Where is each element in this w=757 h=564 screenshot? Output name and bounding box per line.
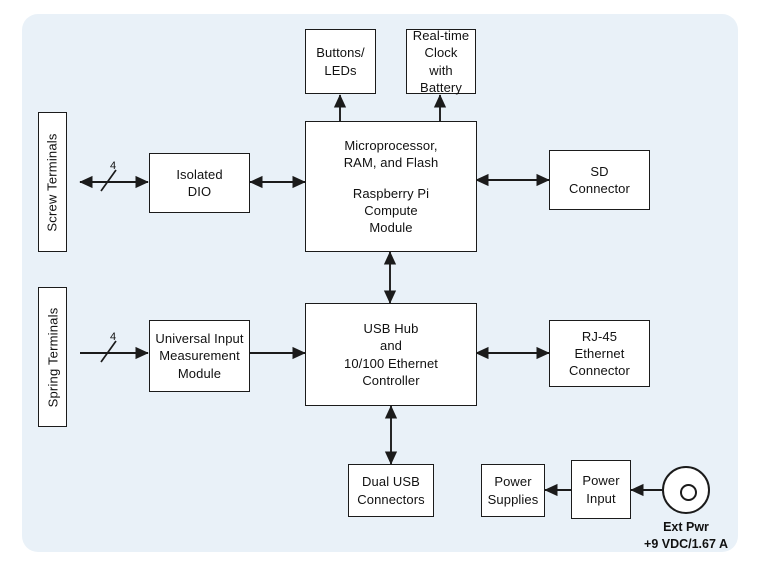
dual-usb-line2: Connectors — [357, 491, 425, 507]
realtime-clock-line3: Battery — [420, 79, 462, 95]
power-input-line2: Input — [586, 490, 616, 506]
power-supplies-line1: Power — [494, 474, 532, 490]
spring-terminals-label: Spring Terminals — [45, 307, 60, 407]
usb-hub-line3: 10/100 Ethernet — [343, 355, 439, 371]
block-buttons-leds[interactable]: Buttons/ LEDs — [305, 29, 376, 94]
rj45-line3: Connector — [569, 363, 630, 379]
block-rj45-ethernet-connector[interactable]: RJ-45 Ethernet Connector — [549, 320, 650, 387]
microprocessor-line2: RAM, and Flash — [343, 154, 439, 170]
universal-input-line1: Universal Input — [155, 331, 244, 347]
power-input-line1: Power — [582, 473, 620, 489]
bus-width-label-screw: 4 — [110, 160, 117, 172]
block-screw-terminals[interactable]: Screw Terminals — [38, 112, 67, 252]
sd-connector-line1: SD — [590, 163, 609, 179]
block-power-input[interactable]: Power Input — [571, 460, 631, 519]
block-dual-usb-connectors[interactable]: Dual USB Connectors — [348, 464, 434, 517]
realtime-clock-line2: Clock with — [424, 45, 458, 78]
usb-hub-line4: Controller — [362, 372, 420, 388]
ext-power-line1: Ext Pwr — [663, 520, 709, 534]
block-sd-connector[interactable]: SD Connector — [549, 150, 650, 210]
sd-connector-line2: Connector — [569, 181, 630, 196]
microprocessor-line1: Microprocessor, — [344, 137, 438, 153]
isolated-dio-line2: DIO — [187, 184, 212, 199]
microprocessor-line3: Raspberry Pi — [352, 185, 430, 201]
rj45-line2: Ethernet — [574, 345, 625, 361]
screw-terminals-label: Screw Terminals — [45, 132, 60, 232]
universal-input-line3: Module — [177, 365, 222, 381]
dual-usb-line1: Dual USB — [362, 474, 420, 490]
block-realtime-clock[interactable]: Real-time Clock with Battery — [406, 28, 476, 95]
universal-input-line2: Measurement — [159, 348, 240, 364]
microprocessor-line4: Compute — [364, 203, 418, 219]
block-isolated-dio[interactable]: Isolated DIO — [149, 153, 250, 213]
block-universal-input-measurement[interactable]: Universal Input Measurement Module — [149, 320, 250, 392]
usb-hub-line1: USB Hub — [363, 321, 419, 337]
ext-power-line2: +9 VDC/1.67 A — [644, 536, 728, 551]
block-power-supplies[interactable]: Power Supplies — [481, 464, 545, 517]
power-supplies-line2: Supplies — [487, 491, 539, 507]
ext-power-label: Ext Pwr +9 VDC/1.67 A — [600, 519, 757, 553]
usb-hub-line2: and — [380, 338, 402, 354]
block-usb-hub-ethernet-controller[interactable]: USB Hub and 10/100 Ethernet Controller — [305, 303, 477, 406]
ext-power-jack-icon[interactable] — [662, 466, 710, 514]
realtime-clock-line1: Real-time — [412, 28, 470, 44]
isolated-dio-line1: Isolated — [176, 166, 223, 182]
buttons-leds-line1: Buttons/ — [316, 45, 365, 61]
bus-width-label-spring: 4 — [110, 331, 117, 343]
block-spring-terminals[interactable]: Spring Terminals — [38, 287, 67, 427]
block-microprocessor[interactable]: Microprocessor, RAM, and Flash Raspberry… — [305, 121, 477, 252]
buttons-leds-line2: LEDs — [324, 62, 357, 78]
rj45-line1: RJ-45 — [581, 328, 618, 344]
microprocessor-line5: Module — [369, 220, 413, 236]
